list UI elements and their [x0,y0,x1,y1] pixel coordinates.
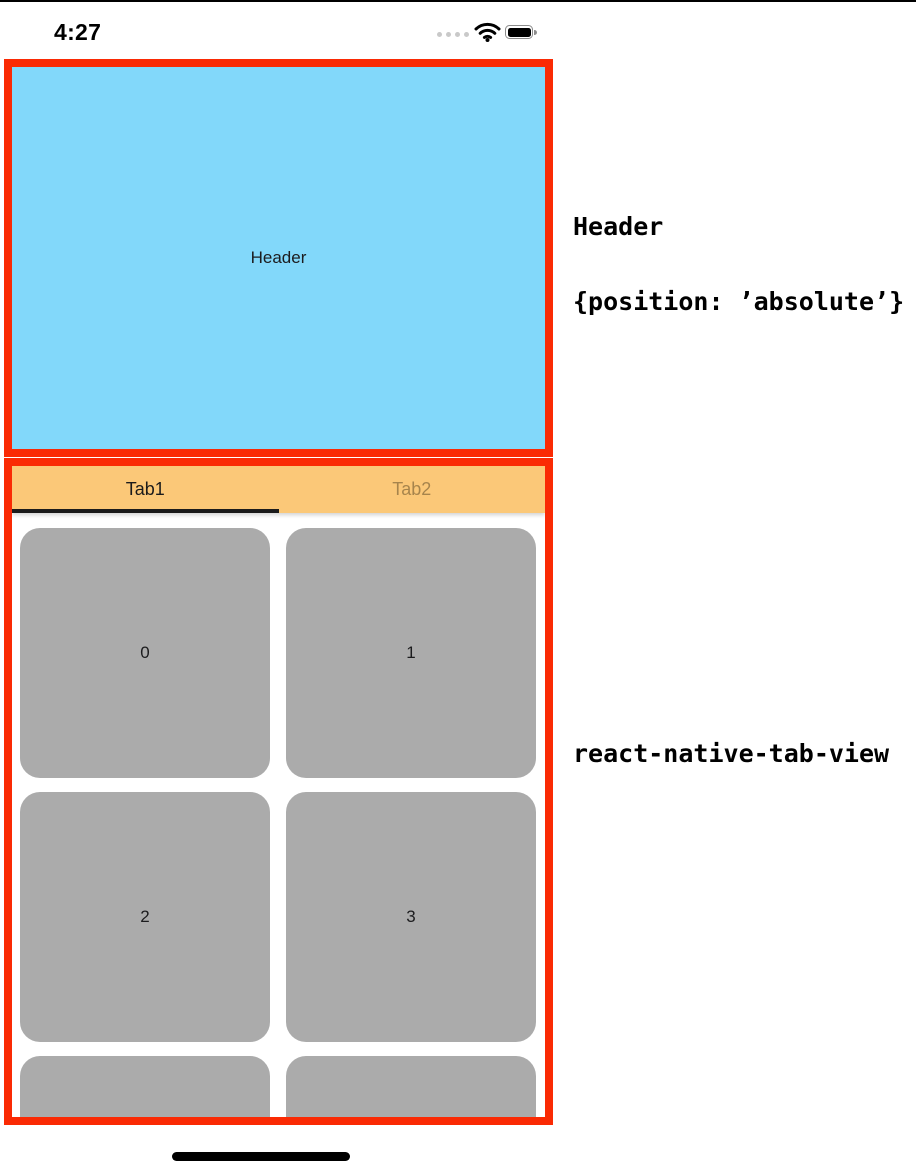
header-annotation-box: Header [4,59,553,457]
tab-bar: Tab1 Tab2 [12,466,545,513]
grid-card-2-label: 2 [140,907,150,926]
active-tab-indicator [12,509,279,513]
grid-card-2[interactable]: 2 [20,792,270,1042]
tab-tab2-label: Tab2 [392,479,432,499]
grid-card-5[interactable] [286,1056,536,1117]
tab-tab2[interactable]: Tab2 [279,466,546,513]
grid-card-0[interactable]: 0 [20,528,270,778]
annotation-library-name: react-native-tab-view [573,739,890,768]
grid-card-4[interactable] [20,1056,270,1117]
wifi-icon [474,22,501,47]
grid-card-3-label: 3 [406,907,416,926]
annotation-position-absolute: {position: ’absolute’} [573,287,905,316]
grid-card-1[interactable]: 1 [286,528,536,778]
card-grid[interactable]: 0 1 2 3 [12,513,545,1117]
grid-card-3[interactable]: 3 [286,792,536,1042]
battery-icon [505,25,537,39]
screenshot-top-border [0,0,916,2]
header-text: Header [250,248,307,267]
tab-tab1[interactable]: Tab1 [12,466,279,513]
tab-tab1-label: Tab1 [125,479,165,499]
home-indicator[interactable] [172,1152,350,1161]
annotation-header: Header [573,212,664,241]
tab-view-annotation-box: Tab1 Tab2 0 1 2 3 [4,458,553,1125]
grid-card-1-label: 1 [406,643,416,662]
status-bar-time: 4:27 [54,19,102,45]
grid-card-0-label: 0 [140,643,150,662]
status-bar-icons [437,21,537,45]
cellular-signal-icon [437,32,469,37]
